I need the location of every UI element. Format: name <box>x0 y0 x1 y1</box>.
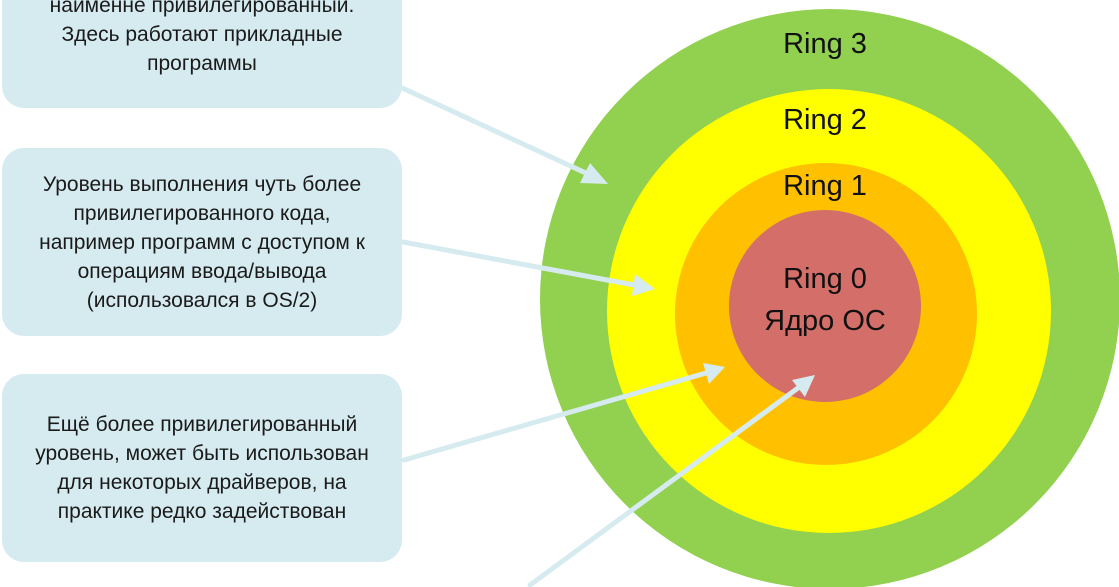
arrow-to-ring-3 <box>395 83 593 178</box>
callout-ring-3-line-1: наименне привилегированный. <box>49 0 355 17</box>
ring-3-label: Ring 3 <box>783 28 867 60</box>
callout-ring-2-line-2: привилегированного кода, <box>73 201 331 225</box>
ring-0-label: Ring 0 <box>783 263 867 295</box>
callout-ring-1-line-4: практике редко задействован <box>57 500 347 523</box>
arrow-head-ring-2 <box>632 274 655 296</box>
callout-ring-2: Уровень выполнения чуть более привилегир… <box>2 148 402 336</box>
callout-ring-1-line-1: Ещё более привилегированный <box>46 413 358 436</box>
ring-1-label: Ring 1 <box>783 170 867 202</box>
callout-ring-3: наименне привилегированный. Здесь работа… <box>2 0 402 108</box>
callout-ring-3-line-2: Здесь работают прикладные <box>61 22 343 46</box>
arrow-to-ring-0 <box>527 385 801 587</box>
callout-ring-1-line-3: для некоторых драйверов, на <box>57 471 347 494</box>
callout-arrows <box>395 83 801 587</box>
arrow-to-ring-1 <box>401 370 709 463</box>
callout-ring-1-line-2: уровень, может быть использован <box>35 442 369 465</box>
callout-ring-2-line-3: например программ с доступом к <box>39 230 365 254</box>
ring-0-circle <box>729 210 921 402</box>
callout-ring-1: Ещё более привилегированный уровень, мож… <box>2 374 402 562</box>
callout-ring-2-line-1: Уровень выполнения чуть более <box>42 172 362 196</box>
arrow-heads <box>580 163 815 397</box>
callout-ring-2-line-4: операциям ввода/вывода <box>77 259 327 283</box>
arrow-to-ring-2 <box>400 239 637 288</box>
arrow-head-ring-3 <box>580 163 608 184</box>
ring-0-sublabel: Ядро ОС <box>764 305 886 337</box>
callout-ring-2-line-5: (использовался в OS/2) <box>86 288 318 312</box>
ring-2-label: Ring 2 <box>783 104 867 136</box>
callout-ring-3-line-3: программы <box>147 51 257 75</box>
arrow-head-ring-1 <box>703 363 725 384</box>
arrow-head-ring-0 <box>792 375 815 397</box>
